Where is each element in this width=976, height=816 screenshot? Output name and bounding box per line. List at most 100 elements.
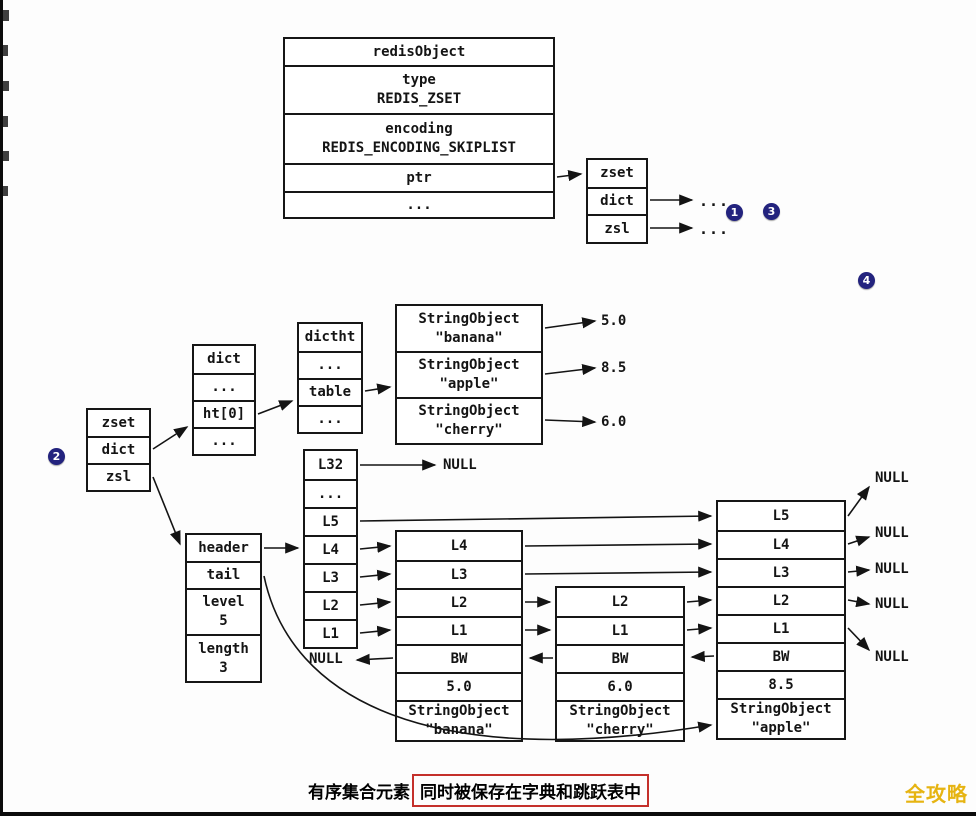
banana-obj-class: StringObject (408, 703, 510, 720)
cherry-obj-class: StringObject (569, 703, 671, 720)
redisobject-box: redisObject type REDIS_ZSET encoding RED… (283, 37, 555, 219)
zset-struct-row-dict: dict (588, 187, 646, 214)
arrow-applebw-to-cherry (690, 650, 715, 663)
caption: 有序集合元素 同时被保存在字典和跳跃表中 (308, 774, 649, 807)
zsl-struct-box: header tail level 5 length 3 (185, 533, 262, 683)
arrow-apple-to-score (544, 363, 597, 376)
cherry-l2: L2 (611, 593, 629, 610)
arrow-ht0-to-dictht (257, 400, 294, 415)
arrow-zsl-to-zslstruct (152, 476, 181, 546)
arrow-applel3-to-null (847, 565, 871, 577)
node-banana-box: L4 L3 L2 L1 BW 5.0 StringObject "banana" (395, 530, 523, 742)
redisobject-encoding-row: encoding REDIS_ENCODING_SKIPLIST (285, 113, 553, 163)
zset-struct-row-zsl: zsl (588, 214, 646, 242)
null-right-l2: NULL (875, 596, 909, 612)
encoding-label: encoding (385, 121, 453, 138)
apple-l1: L1 (718, 614, 844, 642)
caption-highlight-box: 同时被保存在字典和跳跃表中 (412, 774, 649, 807)
head-row-l1: L1 (305, 619, 356, 647)
arrow-applel2-to-null (847, 596, 871, 608)
redisobject-ellipsis-row: ... (285, 191, 553, 217)
length-label: length (198, 640, 249, 657)
skiplist-head-box: L32 ... L5 L4 L3 L2 L1 (303, 449, 358, 649)
dict-row-title: dict (207, 351, 241, 368)
entry-banana-class: StringObject (418, 310, 520, 327)
scan-artifact (3, 186, 8, 196)
arrow-headl4-to-banana (359, 541, 392, 553)
type-label: type (402, 72, 436, 89)
level-value: 5 (219, 613, 228, 629)
score-banana-label: 5.0 (601, 313, 627, 329)
entry-banana-value: "banana" (435, 329, 503, 346)
arrow-cherry-to-score (544, 415, 597, 428)
head-row-l5: L5 (305, 507, 356, 535)
arrow-cherryl2-to-apple (686, 595, 713, 607)
banana-obj: StringObject "banana" (397, 700, 521, 740)
null-l32-label: NULL (443, 457, 477, 473)
zset-var-row-zset: zset (101, 414, 136, 431)
apple-l2: L2 (718, 586, 844, 614)
arrow-applel5-to-null (847, 485, 870, 517)
encoding-value: REDIS_ENCODING_SKIPLIST (322, 140, 516, 156)
zsl-row-level: level 5 (187, 588, 260, 634)
null-right-l4: NULL (875, 525, 909, 541)
apple-bw: BW (718, 642, 844, 670)
head-row-l3: L3 (305, 563, 356, 591)
null-right-l5: NULL (875, 470, 909, 486)
dict-row-ht0: ht[0] (194, 400, 254, 427)
null-right-l3: NULL (875, 561, 909, 577)
length-value: 3 (219, 659, 228, 676)
entry-cherry: StringObject "cherry" (397, 397, 541, 443)
zsl-row-tail: tail (187, 561, 260, 588)
scan-artifact (3, 45, 8, 56)
zsl-row-header: header (198, 539, 249, 556)
dictht-row-title: dictht (304, 329, 356, 346)
entry-cherry-class: StringObject (418, 403, 520, 420)
type-value: REDIS_ZSET (376, 91, 462, 107)
arrow-ptr-to-zset (556, 170, 583, 182)
head-row-l32: L32 (317, 456, 344, 473)
scan-artifact (3, 81, 9, 91)
arrow-headl5-to-apple (359, 510, 713, 522)
node-apple-box: L5 L4 L3 L2 L1 BW 8.5 StringObject "appl… (716, 500, 846, 740)
zset-struct-box: zset dict zsl (586, 158, 648, 244)
head-row-dots: ... (305, 479, 356, 507)
dictht-row-table: table (299, 378, 361, 405)
watermark: 全攻略 (905, 782, 968, 806)
entry-apple: StringObject "apple" (397, 351, 541, 397)
dict-row-dots: ... (194, 373, 254, 400)
zsl-ellipsis-label: ... (699, 220, 730, 238)
arrow-banana-to-score (544, 317, 597, 329)
score-cherry-label: 6.0 (601, 414, 627, 430)
arrow-dict-to-dictstruct (152, 426, 189, 450)
badge-1: 1 (726, 204, 743, 221)
caption-prefix: 有序集合元素 (308, 783, 410, 803)
entry-banana: StringObject "banana" (397, 306, 541, 351)
dictht-row-dots2: ... (299, 405, 361, 432)
scan-edge-bottom (0, 812, 976, 816)
apple-obj-class: StringObject (730, 701, 832, 718)
entry-apple-value: "apple" (439, 376, 499, 392)
badge-4: 4 (858, 272, 875, 289)
arrow-table-to-entries (364, 383, 392, 395)
dict-entries-box: StringObject "banana" StringObject "appl… (395, 304, 543, 445)
null-bw-label: NULL (309, 651, 343, 667)
apple-obj-value: "apple" (751, 720, 811, 736)
banana-score: 5.0 (397, 672, 521, 700)
arrow-bananal3-to-apple (524, 566, 713, 578)
banana-l3: L3 (397, 560, 521, 588)
dict-row-dots2: ... (194, 427, 254, 454)
banana-l1: L1 (397, 616, 521, 644)
null-right-l1: NULL (875, 649, 909, 665)
scan-artifact (3, 151, 9, 161)
arrow-bananabw-to-null (355, 653, 394, 665)
zset-var-box: zset dict zsl (86, 408, 151, 492)
redisobject-title: redisObject (372, 43, 466, 60)
apple-l4: L4 (718, 530, 844, 558)
banana-bw: BW (397, 644, 521, 672)
entry-cherry-value: "cherry" (435, 422, 503, 438)
apple-obj: StringObject "apple" (718, 698, 844, 738)
banana-l2: L2 (397, 588, 521, 616)
dictht-row-dots: ... (299, 351, 361, 378)
